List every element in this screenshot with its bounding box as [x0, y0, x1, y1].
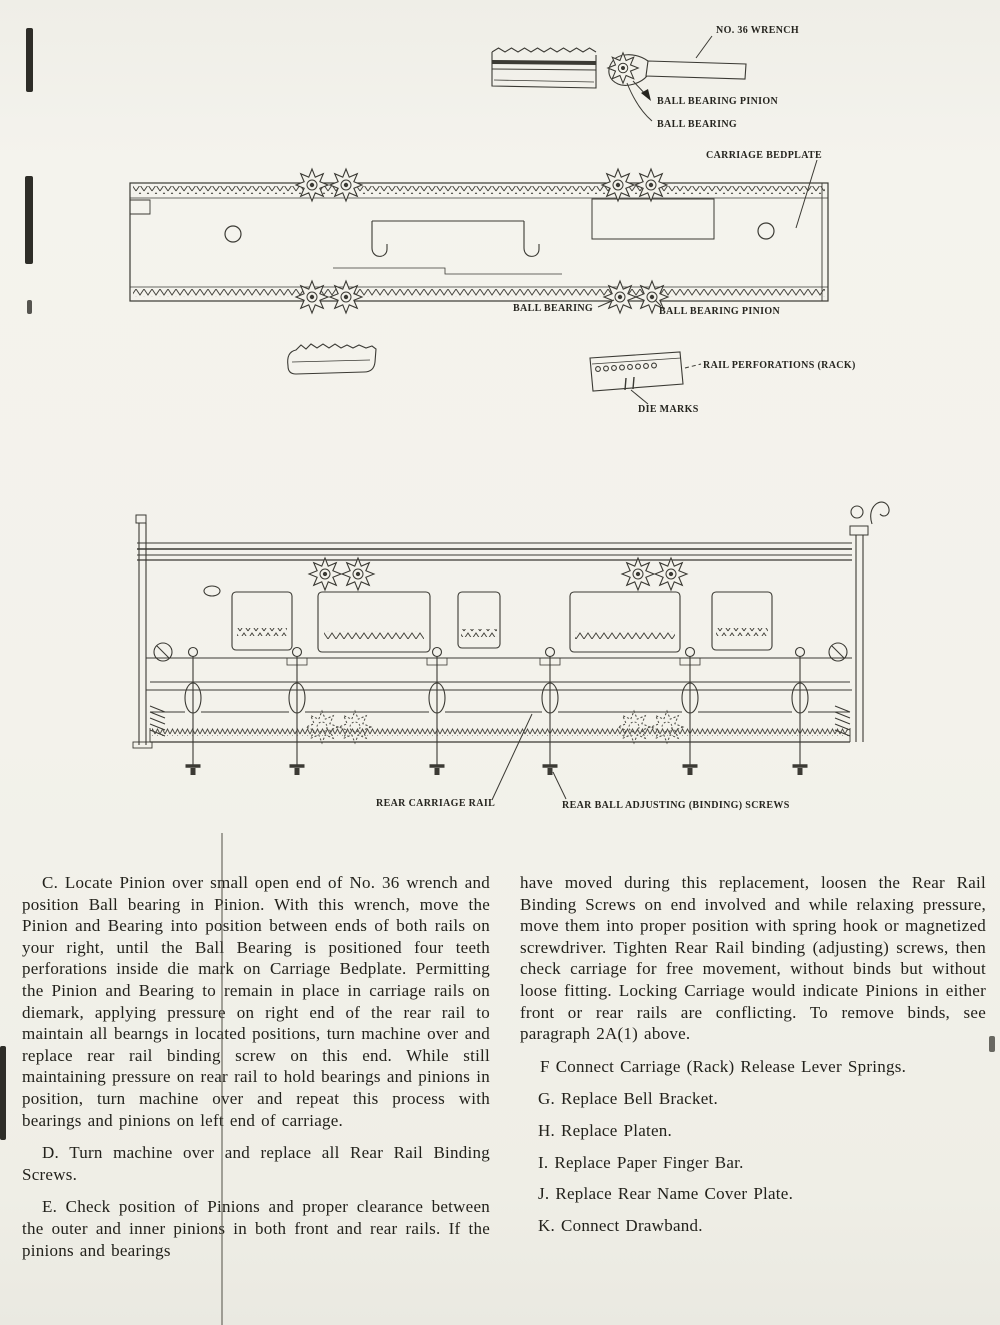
step-item-k: K. Connect Drawband. — [538, 1215, 703, 1235]
label-rail-perforations: RAIL PERFORATIONS (RACK) — [703, 360, 856, 371]
paragraph-f: F Connect Carriage (Rack) Release Lever … — [540, 1056, 907, 1076]
label-no36-wrench: NO. 36 WRENCH — [716, 25, 799, 36]
step-item-j: J. Replace Rear Name Cover Plate. — [538, 1184, 794, 1204]
label-rear-ball-adjusting-screws: REAR BALL ADJUSTING (BINDING) SCREWS — [562, 800, 790, 811]
step-item-h: H. Replace Platen. — [538, 1120, 673, 1140]
label-rear-carriage-rail: REAR CARRIAGE RAIL — [376, 798, 495, 809]
label-ball-bearing-top: BALL BEARING — [657, 119, 737, 130]
rear-binding-screws — [185, 656, 808, 775]
label-ball-bearing-pinion-mid: BALL BEARING PINION — [659, 306, 781, 317]
scan-mark-left-mid — [25, 176, 33, 264]
rear-carriage-figure — [132, 501, 890, 801]
label-carriage-bedplate: CARRIAGE BEDPLATE — [706, 150, 822, 161]
text-column-right: have moved during this replacement, loos… — [520, 872, 986, 1246]
paragraph-d: D. Turn machine over and replace all Rea… — [22, 1143, 490, 1184]
label-ball-bearing-pinion-top: BALL BEARING PINION — [657, 96, 779, 107]
paragraph-continuation: have moved during this replacement, loos… — [520, 873, 986, 1044]
scan-speck-right — [989, 1036, 995, 1052]
rack-perforations-figure — [287, 343, 702, 405]
label-ball-bearing-mid: BALL BEARING — [513, 303, 593, 314]
paragraph-e: E. Check position of Pinions and proper … — [22, 1197, 490, 1260]
label-die-marks: DIE MARKS — [638, 404, 699, 415]
carriage-bedplate-figure — [129, 159, 829, 314]
technical-diagrams: NO. 36 WRENCH BALL BEARING PINION BALL B… — [129, 25, 890, 811]
scan-mark-top-left — [26, 28, 33, 92]
step-item-i: I. Replace Paper Finger Bar. — [538, 1152, 744, 1172]
step-item-g: G. Replace Bell Bracket. — [538, 1089, 718, 1109]
scan-speck-left — [27, 300, 32, 314]
scan-mark-bottom-left — [0, 1046, 6, 1140]
wrench-pinion-figure — [491, 35, 747, 122]
page-fold-line — [221, 833, 223, 1325]
paragraph-c: C. Locate Pinion over small open end of … — [22, 873, 490, 1130]
text-column-left: C. Locate Pinion over small open end of … — [22, 872, 490, 1272]
